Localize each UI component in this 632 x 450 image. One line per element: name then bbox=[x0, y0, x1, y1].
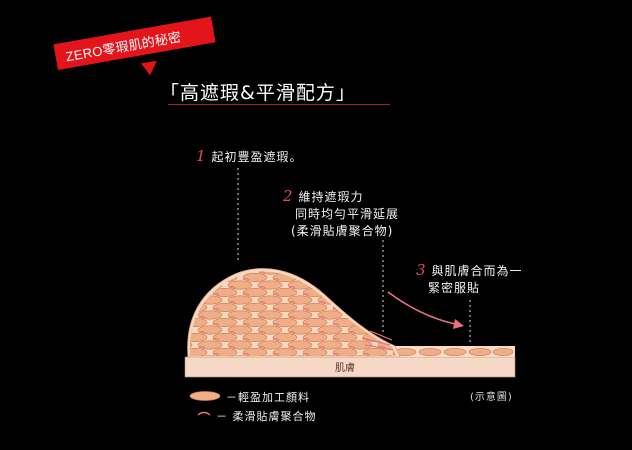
annotation-3-line-2: 緊密服貼 bbox=[428, 281, 481, 295]
annotation-1-line-1: 起初豐盈遮瑕。 bbox=[211, 150, 303, 164]
annotation-1: 1 起初豐盈遮瑕。 bbox=[196, 148, 303, 166]
legend-polymer-icon bbox=[197, 411, 211, 416]
legend-particle-label: －輕盈加工顏料 bbox=[226, 391, 310, 404]
annotation-2-line-3: (柔滑貼膚聚合物) bbox=[291, 224, 394, 238]
spread-arrow-head bbox=[453, 319, 464, 329]
foundation-particles bbox=[189, 271, 396, 356]
schematic-note: (示意圖) bbox=[470, 392, 513, 403]
annotation-3-line-1: 與肌膚合而為一 bbox=[431, 264, 523, 278]
annotation-3: 3 與肌膚合而為一 緊密服貼 bbox=[416, 262, 523, 297]
legend-particle-icon bbox=[189, 391, 221, 401]
thin-layer-particles bbox=[393, 348, 514, 356]
skin-label: 肌膚 bbox=[335, 361, 355, 374]
spread-arrow bbox=[387, 291, 456, 325]
annotation-2-number: 2 bbox=[283, 187, 294, 205]
annotation-1-number: 1 bbox=[196, 147, 207, 165]
annotation-2-line-2: 同時均勻平滑延展 bbox=[295, 207, 400, 221]
legend-particle: －輕盈加工顏料 bbox=[226, 389, 310, 405]
small-arrows bbox=[361, 330, 394, 351]
title-underline bbox=[168, 104, 390, 105]
page-title: 「高遮瑕&平滑配方」 bbox=[160, 82, 356, 104]
annotation-2-line-1: 維持遮瑕力 bbox=[298, 190, 364, 204]
legend-polymer-label: － 柔滑貼膚聚合物 bbox=[216, 410, 317, 423]
annotation-3-number: 3 bbox=[416, 261, 427, 279]
legend-polymer: － 柔滑貼膚聚合物 bbox=[216, 408, 317, 424]
annotation-2: 2 維持遮瑕力 同時均勻平滑延展 (柔滑貼膚聚合物) bbox=[283, 188, 399, 240]
